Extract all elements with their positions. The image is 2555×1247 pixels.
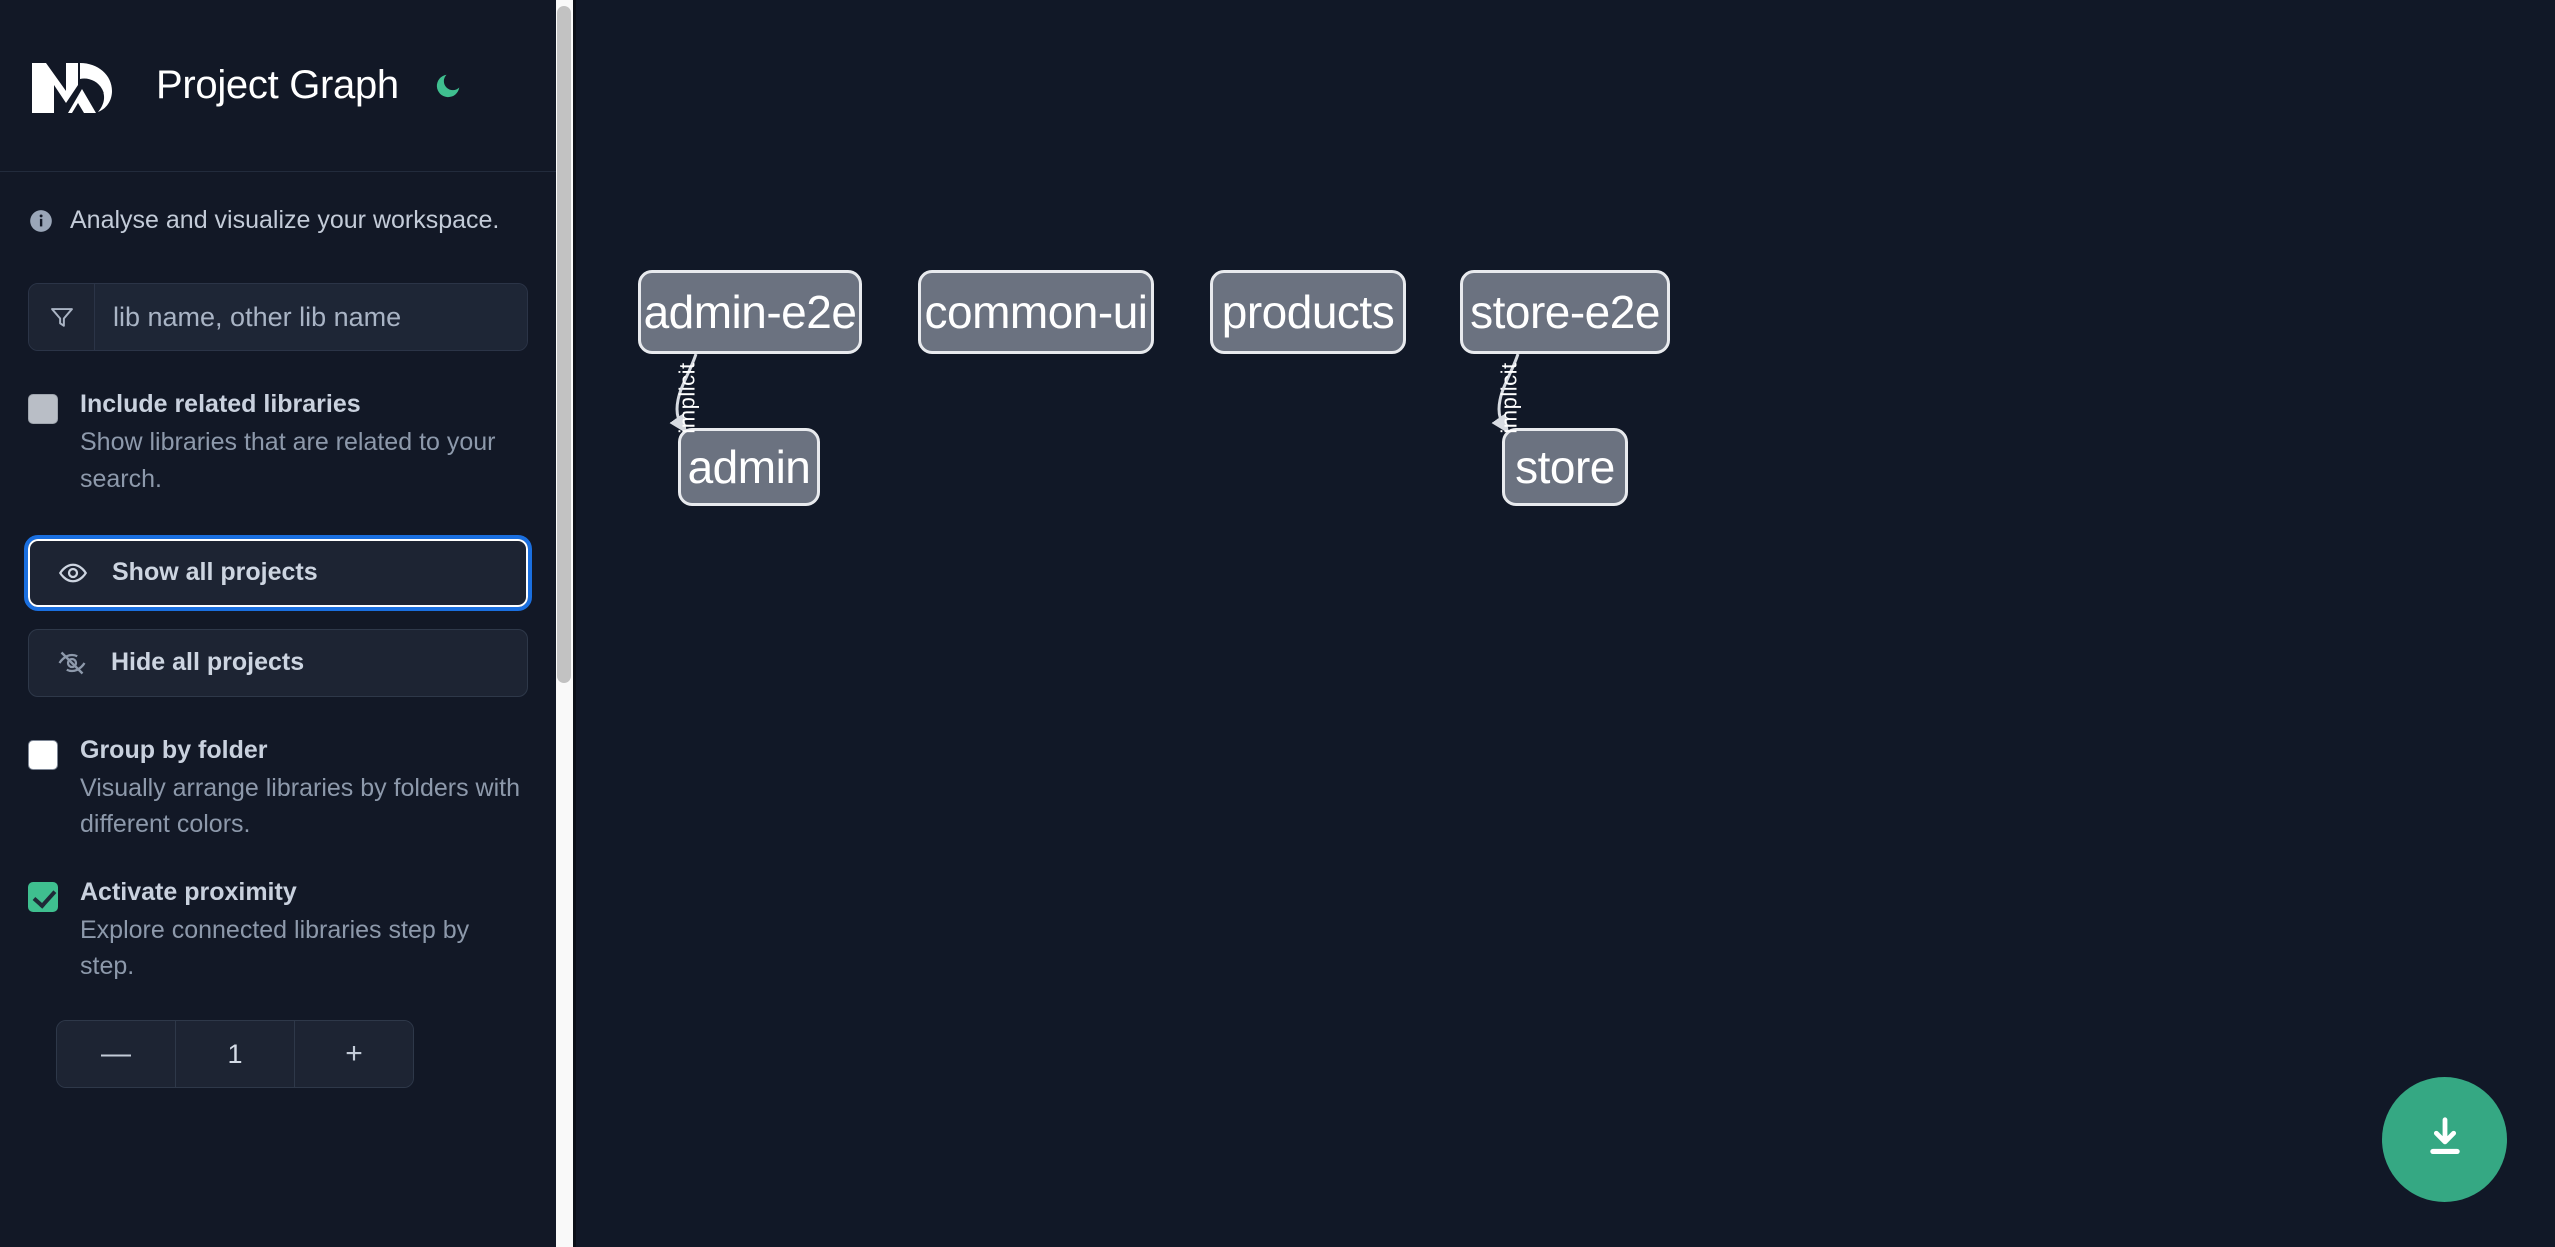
workspace-info: Analyse and visualize your workspace. bbox=[0, 172, 556, 235]
moon-icon[interactable] bbox=[429, 67, 467, 105]
proximity-decrement-button[interactable]: — bbox=[57, 1021, 175, 1088]
search-input[interactable] bbox=[95, 284, 527, 350]
graph-node-label: admin-e2e bbox=[643, 286, 857, 338]
include-related-libraries-description: Show libraries that are related to your … bbox=[80, 428, 496, 493]
eye-slash-icon bbox=[55, 648, 89, 678]
option-include-related-libraries[interactable]: Include related libraries Show libraries… bbox=[28, 389, 528, 497]
graph-node-label: common-ui bbox=[924, 286, 1148, 338]
activate-proximity-label: Activate proximity bbox=[80, 877, 297, 906]
sidebar: Project Graph Analyse and visualize your… bbox=[0, 0, 556, 1247]
download-icon bbox=[2419, 1112, 2471, 1167]
graph-node-label: admin bbox=[687, 441, 811, 493]
option-group-by-folder[interactable]: Group by folder Visually arrange librari… bbox=[28, 735, 528, 843]
graph-node-admin[interactable]: admin bbox=[678, 428, 820, 506]
hide-all-projects-label: Hide all projects bbox=[111, 648, 305, 677]
info-circle-icon bbox=[28, 208, 54, 234]
nx-logo-icon bbox=[28, 55, 124, 117]
activate-proximity-description: Explore connected libraries step by step… bbox=[80, 915, 470, 980]
graph-node-admin-e2e[interactable]: admin-e2e bbox=[638, 270, 862, 354]
graph-node-label: store bbox=[1515, 441, 1615, 493]
activate-proximity-checkbox[interactable] bbox=[28, 881, 58, 912]
graph-node-common-ui[interactable]: common-ui bbox=[918, 270, 1154, 354]
proximity-stepper[interactable]: — 1 + bbox=[56, 1020, 414, 1089]
group-by-folder-description: Visually arrange libraries by folders wi… bbox=[80, 774, 521, 839]
filter-funnel-icon bbox=[29, 284, 95, 350]
hide-all-projects-button[interactable]: Hide all projects bbox=[28, 628, 528, 697]
proximity-increment-button[interactable]: + bbox=[295, 1021, 413, 1088]
edge-label-admin-e2e-admin: implicit bbox=[674, 362, 700, 434]
sidebar-body: Include related libraries Show libraries… bbox=[0, 283, 556, 1089]
edge-store-e2e-store bbox=[1491, 353, 1520, 434]
graph-node-label: products bbox=[1221, 286, 1395, 338]
graph-canvas[interactable]: admin-e2e common-ui products store-e2e a… bbox=[556, 0, 2555, 1247]
graph-node-label: store-e2e bbox=[1470, 286, 1660, 338]
edge-label-store-e2e-store: implicit bbox=[1496, 362, 1522, 434]
graph-node-products[interactable]: products bbox=[1210, 270, 1406, 354]
sidebar-divider bbox=[573, 0, 576, 1247]
search-field[interactable] bbox=[28, 283, 528, 351]
sidebar-header: Project Graph bbox=[0, 0, 556, 172]
graph-node-store[interactable]: store bbox=[1502, 428, 1628, 506]
page-title: Project Graph bbox=[156, 63, 399, 107]
workspace-info-text: Analyse and visualize your workspace. bbox=[70, 206, 500, 234]
sidebar-scrollbar-thumb[interactable] bbox=[557, 6, 571, 683]
show-all-projects-button[interactable]: Show all projects bbox=[24, 534, 532, 611]
download-graph-button[interactable] bbox=[2382, 1077, 2507, 1202]
show-all-projects-label: Show all projects bbox=[112, 558, 318, 587]
include-related-libraries-checkbox[interactable] bbox=[28, 394, 58, 424]
graph-node-store-e2e[interactable]: store-e2e bbox=[1460, 270, 1670, 354]
option-activate-proximity[interactable]: Activate proximity Explore connected lib… bbox=[28, 877, 528, 985]
eye-icon bbox=[56, 558, 90, 588]
proximity-value: 1 bbox=[175, 1021, 295, 1088]
include-related-libraries-label: Include related libraries bbox=[80, 390, 361, 418]
group-by-folder-checkbox[interactable] bbox=[28, 739, 58, 770]
graph-edges bbox=[669, 353, 1520, 434]
group-by-folder-label: Group by folder bbox=[80, 735, 268, 764]
edge-admin-e2e-admin bbox=[669, 353, 698, 434]
